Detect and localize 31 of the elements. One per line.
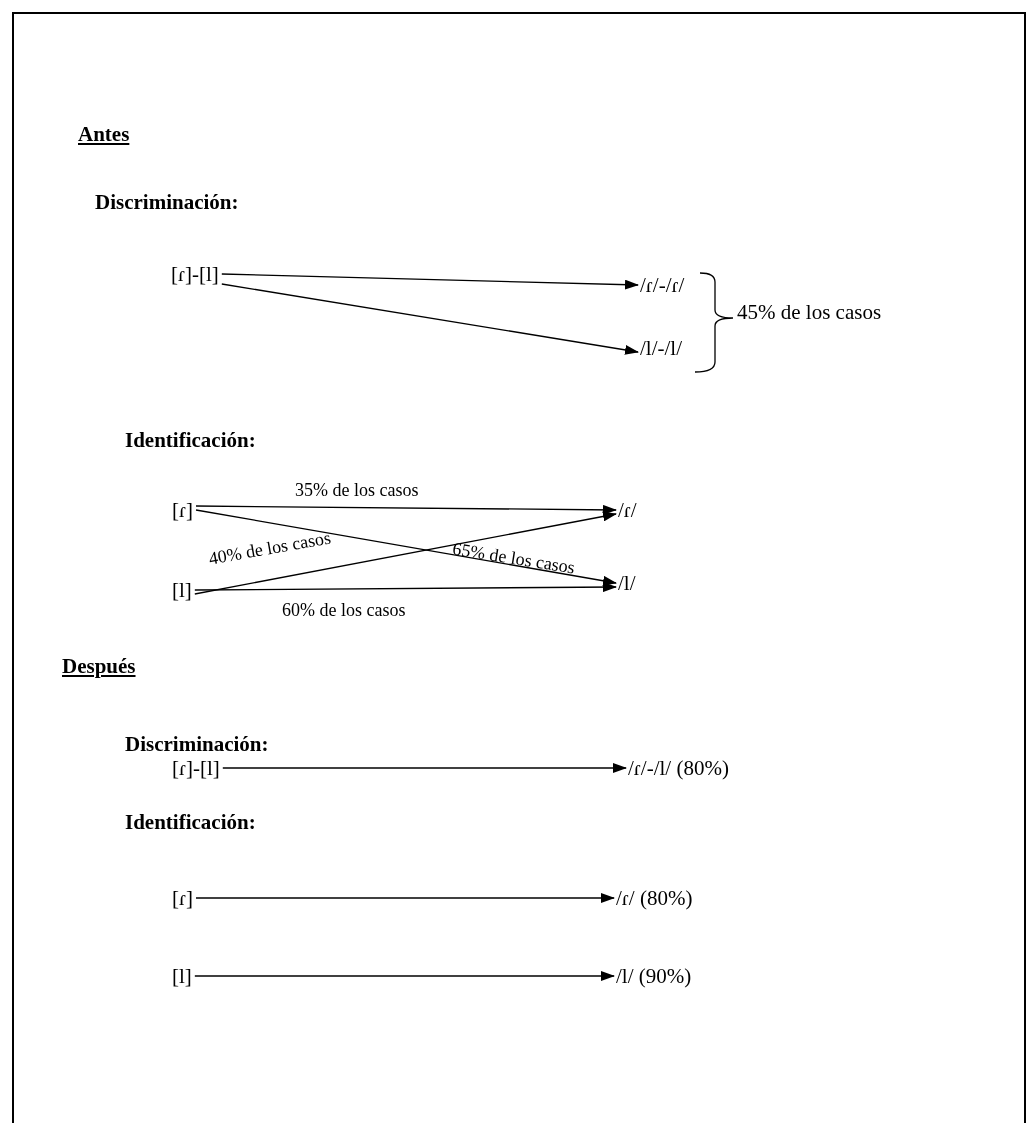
phoneme-text: /l/-/l/ bbox=[640, 336, 682, 360]
subheading: Discriminación: bbox=[95, 190, 239, 215]
section-heading: Antes bbox=[78, 122, 130, 147]
arrow bbox=[195, 504, 617, 515]
phoneme-text: /l/ (90%) bbox=[616, 964, 692, 988]
arrow bbox=[222, 763, 627, 773]
subheading: Discriminación: bbox=[125, 732, 269, 757]
phoneme-text: [l] bbox=[172, 964, 192, 988]
arrow bbox=[194, 971, 615, 981]
phoneme-text: /ɾ/ bbox=[618, 498, 637, 522]
percentage-note: 45% de los casos bbox=[737, 300, 882, 325]
phoneme-text: /ɾ/-/ɾ/ bbox=[640, 273, 685, 297]
arrow bbox=[221, 283, 639, 355]
subheading: Identificación: bbox=[125, 810, 256, 835]
phoneme-text: [ɾ] bbox=[172, 498, 193, 522]
subheading: Identificación: bbox=[125, 428, 256, 453]
phoneme-text: /ɾ/-/l/ (80%) bbox=[628, 756, 729, 780]
section-heading: Después bbox=[62, 654, 136, 679]
arrow bbox=[194, 582, 617, 593]
arrow bbox=[221, 273, 639, 290]
edge-label: 60% de los casos bbox=[282, 600, 406, 620]
phoneme-text: /l/ bbox=[618, 571, 636, 595]
phoneme-text: [ɾ]-[l] bbox=[171, 262, 219, 286]
phoneme-text: [ɾ] bbox=[172, 886, 193, 910]
phoneme-text: [ɾ]-[l] bbox=[172, 756, 220, 780]
edge-label: 40% de los casos bbox=[207, 527, 333, 569]
arrow bbox=[195, 893, 615, 903]
phoneme-text: /ɾ/ (80%) bbox=[616, 886, 693, 910]
edge-label: 35% de los casos bbox=[295, 480, 419, 500]
phoneme-text: [l] bbox=[172, 578, 192, 602]
edge-label: 65% de los casos bbox=[451, 538, 577, 578]
